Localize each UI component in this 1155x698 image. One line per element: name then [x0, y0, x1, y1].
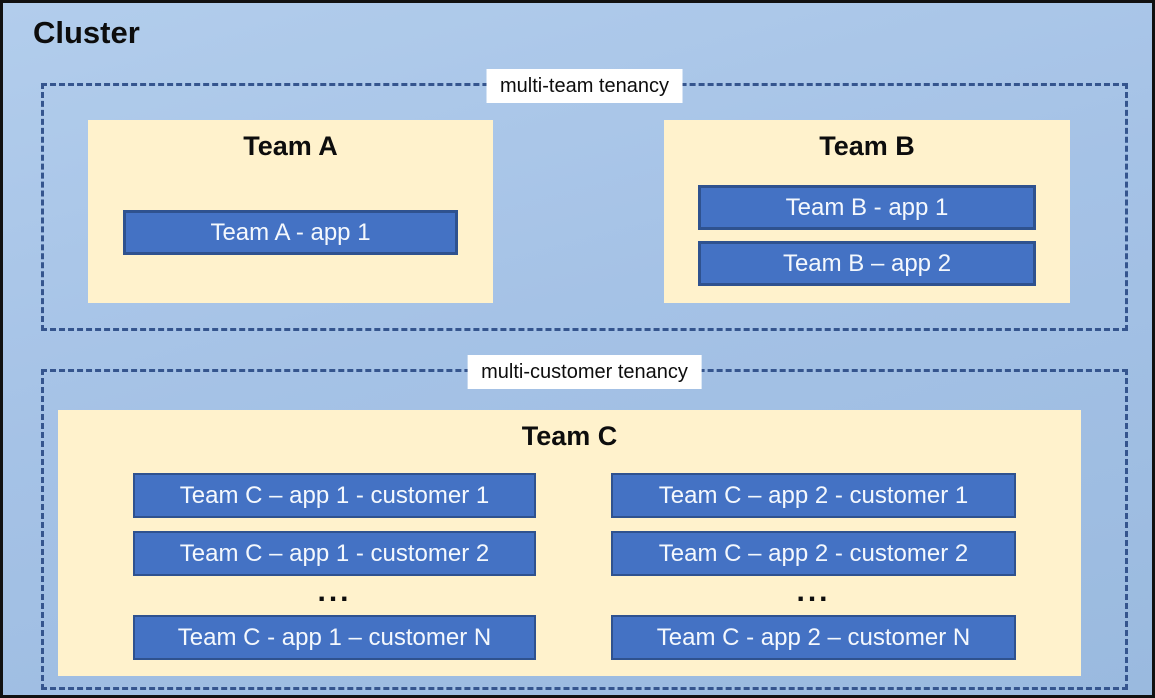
multi-team-tenancy-label: multi-team tenancy [486, 69, 683, 103]
multi-customer-tenancy-group: multi-customer tenancy [41, 355, 1128, 690]
team-c-app2-ellipsis: ... [796, 575, 831, 608]
team-c-app1-ellipsis: ... [317, 575, 352, 608]
team-a-title: Team A [243, 131, 338, 161]
team-c-app2-customer-2-box: Team C – app 2 - customer 2 [611, 531, 1016, 576]
team-b-app-2-box: Team B – app 2 [698, 241, 1036, 286]
team-b-title: Team B [819, 131, 915, 161]
team-b-app-1-box: Team B - app 1 [698, 185, 1036, 230]
team-c-app1-customer-n-box: Team C - app 1 – customer N [133, 615, 536, 660]
team-a-app-1-box: Team A - app 1 [123, 210, 458, 255]
team-c-title: Team C [521, 421, 618, 451]
team-a-panel: Team A Team A - app 1 [88, 120, 493, 303]
team-c-panel: Team C Team C – app 1 - customer 1 Team … [58, 410, 1081, 676]
team-c-app2-customer-n-box: Team C - app 2 – customer N [611, 615, 1016, 660]
team-c-app2-customer-1-box: Team C – app 2 - customer 1 [611, 473, 1016, 518]
multi-customer-tenancy-label: multi-customer tenancy [467, 355, 702, 389]
team-c-app1-customer-2-box: Team C – app 1 - customer 2 [133, 531, 536, 576]
multi-team-tenancy-group: multi-team tenancy [41, 69, 1128, 331]
team-c-app1-customer-1-box: Team C – app 1 - customer 1 [133, 473, 536, 518]
cluster-title: Cluster [33, 15, 140, 50]
team-b-panel: Team B Team B - app 1 Team B – app 2 [664, 120, 1070, 303]
